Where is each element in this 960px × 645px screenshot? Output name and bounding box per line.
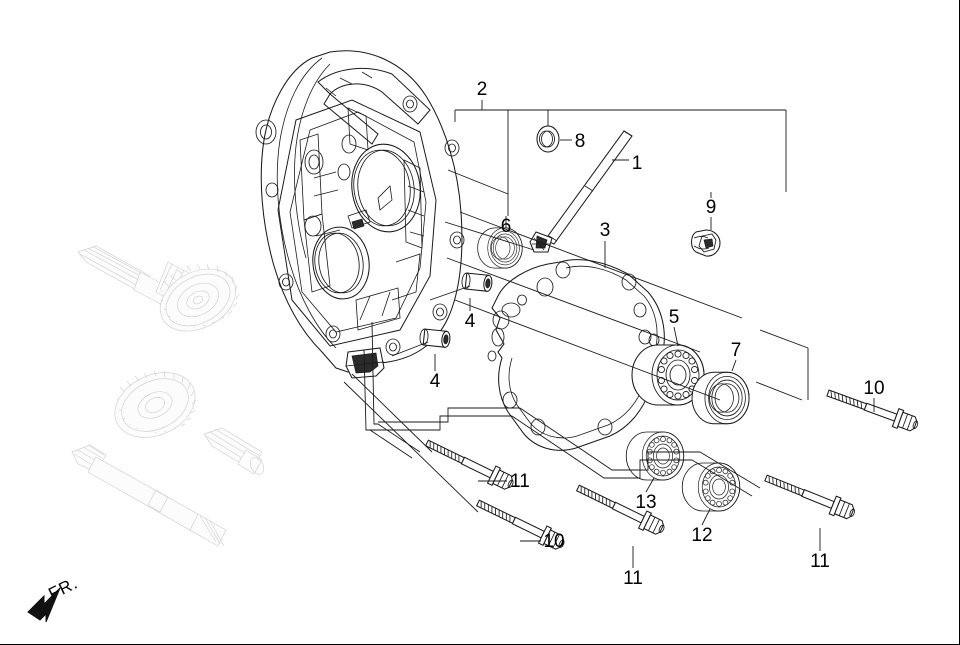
front-direction-indicator: FR. bbox=[27, 573, 81, 623]
ball-bearing-mid bbox=[625, 431, 685, 481]
callout-6: 6 bbox=[501, 216, 512, 237]
callout-11-right: 11 bbox=[810, 551, 830, 572]
callout-12: 12 bbox=[691, 525, 712, 546]
callout-4-lower: 4 bbox=[430, 371, 441, 392]
dowel-pin-upper bbox=[460, 272, 494, 293]
ghost-output-shaft-stub bbox=[203, 427, 265, 475]
callout-5: 5 bbox=[669, 307, 680, 328]
callout-11-center: 11 bbox=[623, 568, 643, 589]
ghost-transmission-group bbox=[71, 245, 265, 547]
fr-label: FR. bbox=[45, 573, 81, 603]
callout-2: 2 bbox=[477, 79, 488, 100]
callout-9: 9 bbox=[706, 197, 717, 218]
flange-bolt-long-upper-11 bbox=[422, 433, 518, 494]
ghost-mainshaft-with-gear bbox=[77, 245, 240, 332]
callout-8: 8 bbox=[575, 131, 586, 152]
o-ring bbox=[536, 125, 560, 153]
fr-arrow-icon bbox=[27, 587, 61, 623]
flange-bolt-long-right-11 bbox=[761, 468, 859, 523]
callout-numbers: 1 2 3 4 4 5 6 7 8 9 10 10 11 11 11 12 13 bbox=[430, 79, 885, 589]
flange-nut bbox=[690, 229, 721, 257]
assembly-alignment-lines bbox=[343, 169, 809, 513]
oil-seal-outer bbox=[691, 371, 750, 425]
cover-gasket bbox=[487, 259, 665, 451]
callout-10-lower: 10 bbox=[543, 531, 564, 552]
ghost-idler-gear bbox=[114, 370, 197, 438]
callout-1: 1 bbox=[632, 153, 643, 174]
ghost-countershaft bbox=[71, 444, 227, 547]
crankcase-cover bbox=[255, 50, 465, 379]
callout-7: 7 bbox=[731, 340, 742, 361]
callout-11-upper: 11 bbox=[510, 471, 530, 492]
callout-4-upper: 4 bbox=[465, 311, 476, 332]
callout-13: 13 bbox=[635, 492, 656, 513]
callout-3: 3 bbox=[600, 220, 611, 241]
callout-10-right: 10 bbox=[863, 378, 884, 399]
leader-lines bbox=[434, 100, 875, 568]
